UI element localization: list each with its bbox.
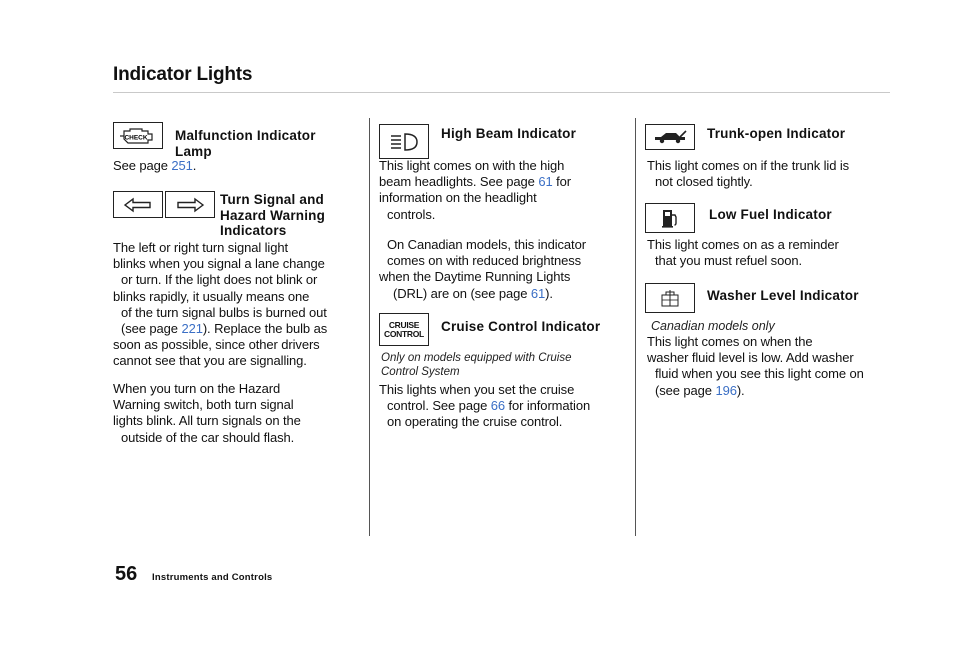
right-arrow-icon (165, 191, 215, 218)
high-beam-paragraph-2: On Canadian models, this indicator comes… (379, 237, 586, 301)
cruise-icon-text-2: CONTROL (384, 328, 424, 339)
trunk-paragraph: This light comes on if the trunk lid is … (647, 158, 850, 190)
malfunction-heading-line2: Lamp (175, 143, 212, 159)
malfunction-heading-line1: Malfunction Indicator (175, 128, 316, 143)
turn-signal-heading: Turn Signal and Hazard Warning Indicator… (220, 192, 326, 238)
page-number: 56 (115, 563, 138, 585)
cruise-control-icon: CRUISE CONTROL (379, 313, 429, 346)
malfunction-heading: Malfunction Indicator Lamp (175, 128, 316, 159)
cruise-note: Only on models equipped with Cruise Cont… (381, 352, 572, 378)
column-divider (635, 118, 636, 536)
page-link-221[interactable]: 221 (181, 321, 203, 337)
column-divider (369, 118, 370, 536)
check-engine-icon-text: CHECK (124, 134, 147, 141)
page-link-251[interactable]: 251 (171, 158, 193, 173)
fuel-heading: Low Fuel Indicator (709, 207, 832, 222)
washer-note: Canadian models only (651, 319, 775, 333)
check-engine-icon: CHECK (113, 122, 163, 149)
washer-heading: Washer Level Indicator (707, 288, 859, 303)
malfunction-see-page: See page 251. (113, 158, 197, 173)
page-title: Indicator Lights (113, 64, 253, 85)
fuel-pump-icon (645, 203, 695, 233)
trunk-open-icon (645, 124, 695, 150)
cruise-icon-text-1: CRUISE (388, 320, 420, 330)
high-beam-paragraph-1: This light comes on with the high beam h… (379, 158, 571, 222)
turn-signal-paragraph-1: The left or right turn signal light blin… (113, 240, 328, 369)
page-link-66[interactable]: 66 (490, 398, 505, 414)
high-beam-icon (379, 124, 429, 159)
footer-section-name: Instruments and Controls (152, 572, 273, 583)
high-beam-heading: High Beam Indicator (441, 126, 577, 141)
cruise-paragraph: This lights when you set the cruise cont… (379, 382, 591, 430)
page-link-61-drl[interactable]: 61 (530, 285, 546, 301)
fuel-paragraph: This light comes on as a reminder that y… (647, 237, 839, 269)
page-link-61[interactable]: 61 (538, 174, 553, 190)
header-rule (113, 92, 890, 93)
left-arrow-icon (113, 191, 163, 218)
trunk-heading: Trunk-open Indicator (707, 126, 846, 141)
cruise-heading: Cruise Control Indicator (441, 319, 601, 334)
page-link-196[interactable]: 196 (715, 382, 737, 398)
turn-signal-paragraph-2: When you turn on the Hazard Warning swit… (113, 381, 301, 445)
washer-paragraph: This light comes on when the washer flui… (647, 334, 864, 398)
washer-fluid-icon (645, 283, 695, 313)
